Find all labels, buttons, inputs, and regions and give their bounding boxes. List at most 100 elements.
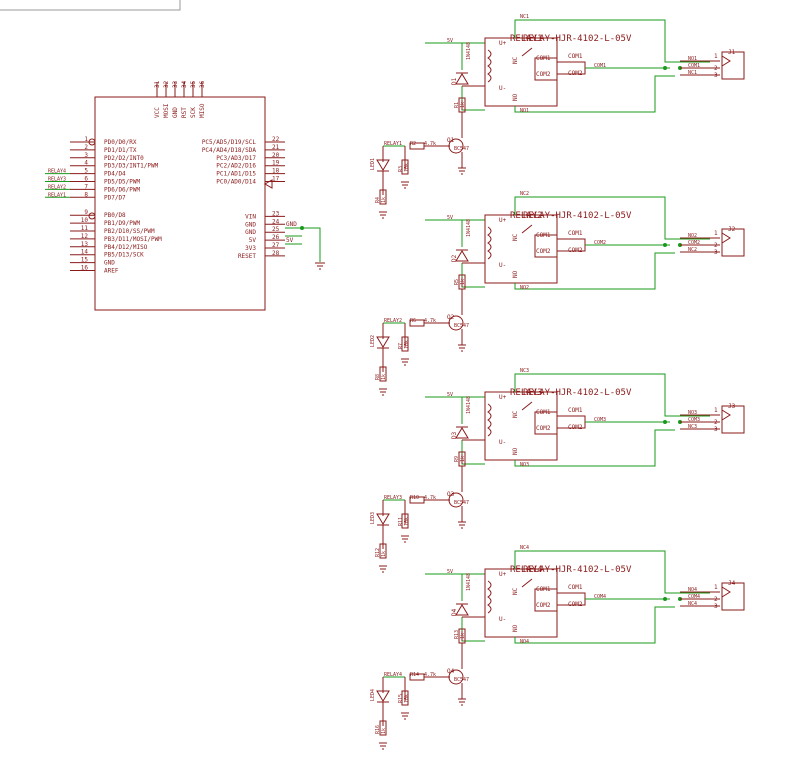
connector-net-2: COM3 xyxy=(688,417,700,423)
relay-com1-pin: COM1 xyxy=(568,407,583,414)
relay-pin-vplus: U+ xyxy=(499,40,507,47)
mcu-pin-name: PB4/D12/MISO xyxy=(104,244,148,251)
mcu-pin-number: 12 xyxy=(81,233,89,240)
connector-ref: J4 xyxy=(728,580,736,587)
mcu-pin-name: PD6/D6/PWM xyxy=(104,186,141,193)
mcu-pin-name: GND xyxy=(172,107,179,118)
connector-net-2: COM2 xyxy=(688,240,700,246)
connector-ref: J3 xyxy=(728,403,736,410)
base-resistor-value: 4.7k xyxy=(424,672,436,678)
relay-pin-vplus: U+ xyxy=(499,394,507,401)
led-resistor-value: 1k xyxy=(381,197,387,203)
base-resistor-value: 4.7k xyxy=(424,141,436,147)
base-resistor-ref: R2 xyxy=(410,141,416,147)
diode-part: 1N4148 xyxy=(466,219,472,237)
mcu-pin-number: 22 xyxy=(272,136,280,143)
collector-resistor-value: 1k xyxy=(460,633,466,639)
relay-switch xyxy=(521,224,533,234)
diode-ref: D1 xyxy=(451,77,458,85)
transistor-ref: Q3 xyxy=(447,491,455,498)
mcu-pin-name: GND xyxy=(104,260,115,267)
relay-com-block xyxy=(534,411,558,435)
mcu-pin-name: PC4/AD4/D18/SDA xyxy=(202,147,257,154)
mcu-pin-name: MOSI xyxy=(163,103,170,118)
diode-ref: D2 xyxy=(451,254,458,262)
relay-pin-vminus: U- xyxy=(499,85,506,92)
ground-symbol xyxy=(458,167,466,175)
mcu-pin-number: 27 xyxy=(272,242,280,249)
relay-pin-nc: NC xyxy=(512,410,519,418)
relay-ref: RELAY4 xyxy=(510,565,543,575)
relay-pin-vplus: U+ xyxy=(499,571,507,578)
relay-ref: RELAY2 xyxy=(510,211,543,221)
mcu-right-pins: 22PC5/AD5/D19/SCL21PC4/AD4/D18/SDA20PC3/… xyxy=(202,136,285,260)
terminal-body xyxy=(721,582,745,611)
connector-net-3: NC4 xyxy=(688,601,697,607)
relay-pin-vminus: U- xyxy=(499,262,506,269)
com-box xyxy=(534,57,558,81)
mcu-pin-name: PD1/D1/TX xyxy=(104,147,137,154)
relay-part-number: RELAY-HJR-4102-L-05V xyxy=(523,34,632,44)
mcu-pin-number: 15 xyxy=(81,257,89,264)
led-ref: LED1 xyxy=(370,158,376,170)
relay-com-block xyxy=(534,588,558,612)
pulldown-resistor-value: 10k xyxy=(404,163,410,172)
relay-com1: COM1 xyxy=(536,232,551,239)
mcu-pin-name: PD4/D4 xyxy=(104,171,126,178)
junction-dot xyxy=(663,243,667,247)
collector-resistor-ref: R9 xyxy=(454,456,460,462)
transistor-ref: Q2 xyxy=(447,314,455,321)
nc-net-wire xyxy=(514,19,710,63)
terminal-arrow xyxy=(721,232,731,244)
relay-switch xyxy=(521,47,533,57)
net-label-relay2: RELAY2 xyxy=(48,184,66,190)
relay-com1: COM1 xyxy=(536,586,551,593)
led-ref: LED3 xyxy=(370,512,376,524)
connector-net-3: NC1 xyxy=(688,70,697,76)
relay-com-block xyxy=(534,234,558,258)
mcu-pin-number: 11 xyxy=(81,225,89,232)
pulldown-resistor-value: 10k xyxy=(404,694,410,703)
relay-pin-no: NO xyxy=(512,624,519,632)
relay-com2-pin: COM2 xyxy=(568,424,583,431)
supply-label: 5V xyxy=(447,569,453,575)
mcu-pin-number: 26 xyxy=(272,234,280,241)
mcu-pin-number: 33 xyxy=(172,80,179,88)
base-resistor-ref: R14 xyxy=(410,672,419,678)
led-ref: LED4 xyxy=(370,689,376,701)
relay-coil-winding xyxy=(487,226,492,260)
diode-part: 1N4148 xyxy=(466,42,472,60)
input-net-label: RELAY4 xyxy=(384,672,402,678)
pulldown-resistor-ref: R15 xyxy=(398,694,404,703)
transistor-part: BC547 xyxy=(454,677,469,683)
mcu-pin-number: 21 xyxy=(272,144,280,151)
mcu-pin-name: RST xyxy=(181,107,188,118)
connector-pin-num: 2 xyxy=(714,242,718,249)
terminal-arrow xyxy=(721,55,731,67)
relay-com2-pin: COM2 xyxy=(568,247,583,254)
nc-net-label: NC2 xyxy=(520,191,529,197)
relay-pin-nc: NC xyxy=(512,233,519,241)
relay-switch xyxy=(521,578,533,588)
mcu-pin-name: 5V xyxy=(249,237,257,244)
junction-dot xyxy=(663,420,667,424)
relay-pin-vminus: U- xyxy=(499,616,506,623)
collector-resistor-ref: R5 xyxy=(454,279,460,285)
pulldown-resistor-ref: R11 xyxy=(398,517,404,526)
ground-symbol xyxy=(458,698,466,706)
ground-symbol xyxy=(379,388,387,396)
mcu-pin-number: 20 xyxy=(272,152,280,159)
ground-symbol xyxy=(379,565,387,573)
base-resistor-value: 4.7k xyxy=(424,495,436,501)
led-body xyxy=(376,159,390,171)
connector-ref: J1 xyxy=(728,49,736,56)
com1-wire xyxy=(557,61,586,70)
connector-ref: J2 xyxy=(728,226,736,233)
flyback-diode xyxy=(455,249,469,262)
com-box xyxy=(534,234,558,258)
mcu-pin-name: SCK xyxy=(190,107,197,118)
mcu-pin-number: 25 xyxy=(272,226,280,233)
